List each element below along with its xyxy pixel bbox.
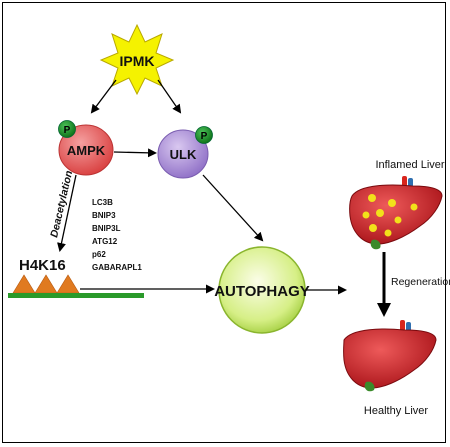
healthy-liver-shape	[343, 328, 437, 389]
gene-list: LC3B BNIP3 BNIP3L ATG12 p62 GABARAPL1	[92, 198, 142, 272]
ulk-node: ULK P	[157, 126, 213, 179]
ampk-phospho-label: P	[64, 125, 71, 136]
inflamed-liver-label: Inflamed Liver	[375, 159, 444, 171]
arrow-ampk-h4k16	[57, 174, 77, 252]
healthy-liver-label: Healthy Liver	[364, 405, 429, 417]
ipmk-label: IPMK	[120, 53, 155, 69]
nucleosome-2	[34, 274, 58, 294]
arrow-ulk-autophagy	[202, 174, 264, 242]
lesion-icon	[410, 203, 418, 211]
ulk-label: ULK	[170, 147, 197, 162]
h4k16-label: H4K16	[19, 257, 66, 274]
gene-item: LC3B	[92, 198, 113, 207]
ampk-label: AMPK	[67, 143, 106, 158]
autophagy-circle	[218, 246, 306, 334]
arrow-ipmk-ulk	[157, 79, 182, 114]
nucleosome-3	[56, 274, 80, 294]
ipmk-node: IPMK	[99, 23, 175, 96]
dna-strand	[8, 293, 144, 298]
gene-item: GABARAPL1	[92, 263, 142, 272]
ipmk-star-icon	[99, 23, 175, 96]
gallbladder-icon	[364, 381, 375, 392]
lesion-icon	[394, 216, 402, 224]
lesion-icon	[369, 224, 377, 232]
gene-item: ATG12	[92, 237, 118, 246]
lesion-icon	[384, 229, 392, 237]
ulk-circle	[157, 129, 209, 179]
ampk-node: AMPK P	[58, 120, 114, 176]
regeneration-label: Regeneration	[391, 276, 450, 288]
arrow-ampk-ulk	[113, 148, 157, 158]
lesion-icon	[362, 211, 370, 219]
gene-item: BNIP3L	[92, 224, 121, 233]
ampk-phospho-icon	[58, 120, 76, 138]
nucleosome-1	[12, 274, 36, 294]
lesion-icon	[368, 194, 376, 202]
deacetylation-label: Deacetylation	[48, 169, 75, 238]
inflamed-liver-icon	[349, 176, 443, 250]
gene-item: p62	[92, 250, 106, 259]
ampk-circle	[58, 124, 114, 176]
ulk-phospho-icon	[195, 126, 213, 144]
ulk-phospho-label: P	[201, 131, 208, 142]
arrow-ipmk-ampk	[90, 79, 117, 114]
autophagy-label: AUTOPHAGY	[214, 283, 310, 300]
lesion-icon	[376, 209, 384, 217]
gallbladder-icon	[370, 239, 381, 250]
gene-item: BNIP3	[92, 211, 116, 220]
chromatin	[8, 274, 144, 298]
autophagy-node: AUTOPHAGY	[214, 246, 310, 334]
lesion-icon	[388, 199, 396, 207]
healthy-liver-icon	[343, 320, 437, 392]
